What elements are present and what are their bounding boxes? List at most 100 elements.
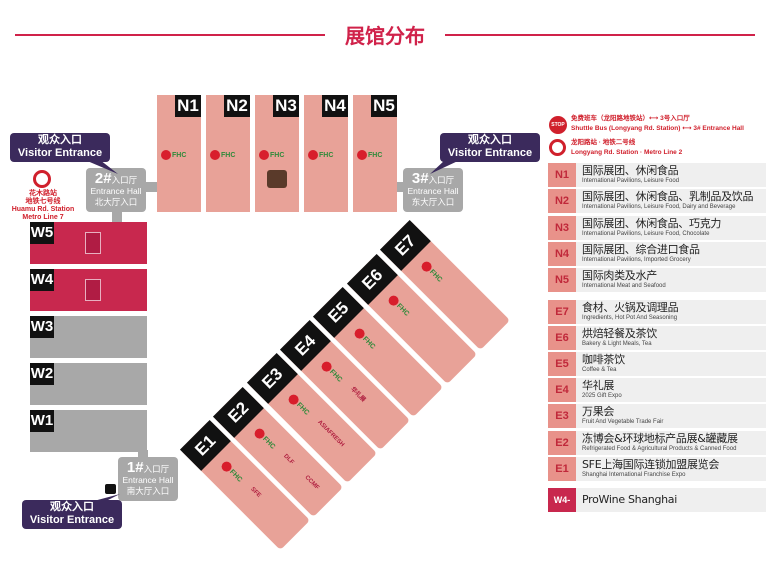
legend-badge: E4 (548, 378, 576, 402)
corridor-north (145, 182, 159, 192)
hall-label: W4 (30, 269, 54, 291)
legend-badge: E5 (548, 352, 576, 376)
hall-w4[interactable]: W4 (30, 269, 147, 311)
entrance-hall-3[interactable]: 3#入口厅 Entrance Hall 东大厅入口 (403, 168, 463, 212)
apple-icon (357, 150, 367, 160)
metro-zh2: 地铁七号线 (25, 198, 61, 205)
fhc-logo: FHC (161, 150, 186, 160)
bubble-pointer (430, 160, 460, 174)
visitor-en: Visitor Entrance (447, 147, 533, 159)
legend-row-n2: N2 国际展团、休闲食品、乳制品及饮品 International Pavili… (548, 189, 766, 213)
hall-w1[interactable]: W1 (30, 410, 147, 452)
metro-en2: Metro Line 7 (22, 214, 64, 221)
legend-zh: 冻博会&环球地标产品展&罐藏展 (582, 432, 738, 445)
apple-icon (286, 392, 301, 408)
fhc-logo: FHC (319, 359, 344, 385)
legend-badge: N2 (548, 189, 576, 213)
hall-w3[interactable]: W3 (30, 316, 147, 358)
exhibitor-logo: CCMF (303, 474, 321, 491)
bubble-pointer (90, 494, 120, 502)
apple-icon (308, 150, 318, 160)
hall-sub: 南大厅入口 (126, 486, 170, 496)
fhc-logo: FHC (259, 150, 284, 160)
prowine-logo (85, 279, 101, 301)
hall-w5[interactable]: W5 (30, 222, 147, 264)
hall-w2[interactable]: W2 (30, 363, 147, 405)
hall-zh: 入口厅 (428, 175, 455, 185)
title-line-left (15, 34, 325, 36)
metro-station-left: 花木路站 地铁七号线 Huamu Rd. Station Metro Line … (8, 190, 78, 222)
fhc-logo: FHC (386, 293, 411, 318)
hall-en: Entrance Hall (90, 186, 142, 196)
legend-zh: 咖啡茶饮 (582, 353, 625, 366)
hall-n1[interactable]: N1 FHC (157, 95, 201, 212)
hall-id: E7 (390, 231, 419, 260)
hall-id: E5 (324, 297, 353, 326)
hall-label: W5 (30, 222, 54, 244)
legend-en: Fruit And Vegetable Trade Fair (582, 419, 664, 425)
fhc-logo: FHC (308, 150, 333, 160)
visitor-en: Visitor Entrance (29, 514, 115, 526)
legend-row-w4-w5: W4-W5 ProWine Shanghai (548, 488, 766, 529)
hall-id: E6 (357, 264, 386, 293)
hall-label: N3 (273, 95, 299, 117)
legend-row-n3: N3 国际展团、休闲食品、巧克力 International Pavilions… (548, 216, 766, 240)
fhc-logo: FHC (357, 150, 382, 160)
hall-zh: 入口厅 (111, 175, 138, 185)
fhc-logo: FHC (219, 459, 245, 485)
legend-zh: 烘焙轻餐及茶饮 (582, 327, 657, 340)
metro-en: Longyang Rd. Station · Metro Line 2 (571, 149, 683, 156)
apple-icon (419, 259, 434, 274)
legend-zh: SFE上海国际连锁加盟展览会 (582, 458, 720, 471)
hall-label: W1 (30, 410, 54, 432)
hall-label: N2 (224, 95, 250, 117)
legend-en: Shanghai International Franchise Expo (582, 472, 686, 478)
hall-n2[interactable]: N2 FHC (206, 95, 250, 212)
legend-row-e1: E1 SFE上海国际连锁加盟展览会 Shanghai International… (548, 457, 766, 481)
apple-icon (319, 359, 334, 374)
legend-badge: E3 (548, 404, 576, 428)
legend-row-e3: E3 万果会 Fruit And Vegetable Trade Fair (548, 404, 766, 428)
title-line-right (445, 34, 755, 36)
prowine-logo (85, 232, 101, 254)
visitor-zh: 观众入口 (468, 134, 512, 146)
hall-number: 2# (94, 170, 112, 187)
bubble-pointer (85, 160, 118, 174)
taxi-icon (105, 484, 116, 494)
legend-badge: N5 (548, 268, 576, 292)
apple-icon (259, 150, 269, 160)
legend-zh: 国际展团、休闲食品 (582, 164, 679, 177)
legend-zh: 国际展团、休闲食品、乳制品及饮品 (582, 190, 754, 203)
entrance-hall-1[interactable]: 1#入口厅 Entrance Hall 南大厅入口 (118, 457, 178, 501)
shuttle-en: Shuttle Bus (Longyang Rd. Station) ⟷ 3# … (571, 125, 744, 132)
apple-icon (252, 426, 267, 441)
hall-en: Entrance Hall (122, 475, 174, 485)
metro-zh1: 花木路站 (29, 190, 57, 197)
hall-n3[interactable]: N3 FHC (255, 95, 299, 212)
hall-sub: 东大厅入口 (411, 197, 455, 207)
hall-n5[interactable]: N5 FHC (353, 95, 397, 212)
visitor-zh: 观众入口 (38, 134, 82, 146)
legend-badge: N1 (548, 163, 576, 187)
legend-badge: W4-W5 (548, 488, 576, 529)
hall-zh: 入口厅 (143, 464, 170, 474)
entrance-hall-2[interactable]: 2#入口厅 Entrance Hall 北大厅入口 (86, 168, 146, 212)
hall-label: N5 (371, 95, 397, 117)
legend-badge: E1 (548, 457, 576, 481)
hall-n4[interactable]: N4 FHC (304, 95, 348, 212)
apple-icon (386, 293, 401, 308)
legend-en: International Pavilions, Leisure Food, C… (582, 231, 710, 237)
apple-icon (210, 150, 220, 160)
exhibitor-logo: 华礼展 (349, 386, 367, 404)
fhc-logo: FHC (286, 392, 311, 418)
legend-row-e2: E2 冻博会&环球地标产品展&罐藏展 Refrigerated Food & A… (548, 431, 766, 455)
metro-zh: 龙阳路站 · 地铁二号线 (571, 139, 636, 146)
legend-en: 2025 Gift Expo (582, 393, 622, 399)
apple-icon (161, 150, 171, 160)
legend-en: Ingredients, Hot Pot And Seasoning (582, 315, 678, 321)
visitor-zh: 观众入口 (50, 501, 94, 513)
corridor-south (138, 450, 148, 460)
